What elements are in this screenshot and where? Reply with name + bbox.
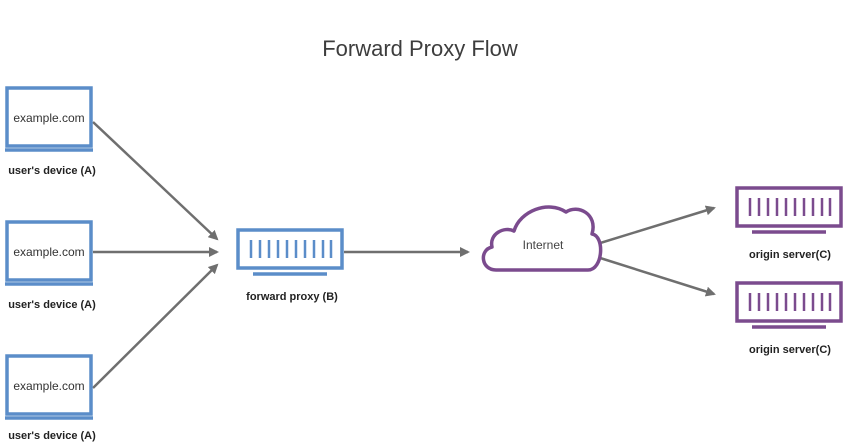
device-screen-text: example.com xyxy=(13,111,84,125)
device-screen-text: example.com xyxy=(13,379,84,393)
internet: Internet xyxy=(481,205,603,272)
arrow-device3-to-proxy xyxy=(92,263,219,389)
proxy-server-icon xyxy=(236,228,344,276)
flow-arrows xyxy=(92,121,716,389)
internet-label: Internet xyxy=(523,238,564,252)
laptop-icon xyxy=(5,86,93,152)
arrow-device1-to-proxy xyxy=(92,121,219,241)
device-label: user's device (A) xyxy=(8,165,96,177)
user-device-2: example.com user's device (A) xyxy=(5,220,96,311)
laptop-icon xyxy=(5,354,93,420)
arrow-internet-to-server2 xyxy=(596,255,716,297)
user-device-3: example.com user's device (A) xyxy=(5,354,96,442)
server-icon xyxy=(735,281,843,329)
proxy-label: forward proxy (B) xyxy=(246,291,338,303)
server-icon xyxy=(735,186,843,234)
cloud-icon xyxy=(481,205,603,272)
origin-server-1: origin server(C) xyxy=(735,186,843,261)
server-label: origin server(C) xyxy=(749,344,831,356)
user-device-1: example.com user's device (A) xyxy=(5,86,96,177)
forward-proxy: forward proxy (B) xyxy=(236,228,344,303)
origin-server-2: origin server(C) xyxy=(735,281,843,356)
device-screen-text: example.com xyxy=(13,245,84,259)
device-label: user's device (A) xyxy=(8,430,96,442)
arrow-internet-to-server1 xyxy=(596,205,716,246)
device-label: user's device (A) xyxy=(8,299,96,311)
laptop-icon xyxy=(5,220,93,286)
diagram-title: Forward Proxy Flow xyxy=(322,36,518,61)
server-label: origin server(C) xyxy=(749,249,831,261)
